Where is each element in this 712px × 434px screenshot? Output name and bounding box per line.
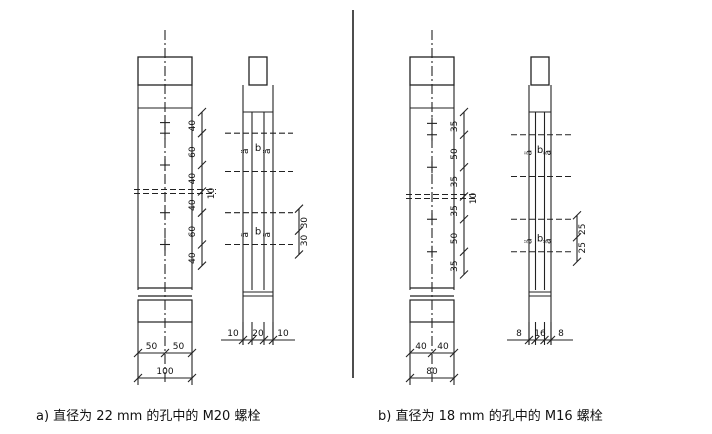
dimension-tick — [197, 240, 207, 249]
dimension-tick — [572, 257, 582, 267]
dimension-label: 60 — [188, 226, 198, 238]
dimension-label: 35 — [450, 176, 460, 187]
hole-label: ä — [241, 148, 251, 154]
dimension-tick — [427, 348, 437, 358]
dimension-label: 16 — [534, 329, 546, 339]
dimension-label: 50 — [146, 342, 158, 352]
dimension-label: 35 — [450, 205, 460, 216]
dimension-tick — [294, 204, 304, 214]
hole-label: ä — [525, 150, 535, 156]
dimension-tick — [459, 247, 469, 257]
dimension-tick — [197, 261, 207, 271]
dimension-tick — [294, 226, 304, 236]
dimension-label: 60 — [188, 146, 198, 158]
dimension-tick — [572, 232, 582, 242]
dimension-label: 35 — [450, 260, 460, 271]
dimension-tick — [459, 130, 469, 140]
hole-label: ä — [525, 238, 535, 244]
dimension-tick — [197, 128, 207, 138]
hole-label: ä — [263, 232, 273, 238]
side-cap — [248, 56, 268, 86]
dimension-label: 50 — [450, 233, 460, 245]
dimension-label: 25 — [578, 242, 588, 253]
dimension-tick — [459, 192, 469, 201]
dimension-label: 10 — [277, 329, 289, 339]
dimension-tick — [160, 348, 170, 358]
dimension-tick — [197, 107, 207, 117]
dimension-label: 10 — [227, 329, 239, 339]
dimension-tick — [459, 214, 469, 224]
dimension-tick — [459, 107, 469, 117]
dimension-label: 20 — [252, 329, 264, 339]
dimension-tick — [187, 373, 197, 383]
figure-a-caption: a) 直径为 22 mm 的孔中的 M20 螺栓 — [36, 409, 261, 424]
dimension-label: 50 — [173, 342, 185, 352]
dimension-tick — [197, 208, 207, 218]
dimension-label: 40 — [188, 173, 198, 185]
dimension-label: 30 — [300, 217, 310, 229]
dimension-tick — [294, 250, 304, 259]
hole-label: b — [255, 143, 261, 154]
dimension-tick — [572, 210, 582, 220]
side-cap — [530, 56, 550, 86]
dimension-label: 40 — [415, 342, 427, 352]
dimension-label: 80 — [426, 367, 438, 377]
dimension-tick — [449, 373, 459, 383]
hole-label: b — [537, 145, 543, 156]
hole-label: b — [537, 233, 543, 244]
dimension-label: 35 — [450, 121, 460, 132]
dimension-label: 40 — [437, 342, 449, 352]
hole-label: b — [255, 227, 261, 238]
dimension-label: 40 — [188, 120, 198, 132]
lower-plate — [137, 299, 193, 323]
lower-plate — [409, 299, 455, 323]
dimension-label: 25 — [578, 224, 588, 235]
dimension-tick — [197, 187, 207, 196]
dimension-label: 8 — [558, 329, 564, 339]
figure-b-caption: b) 直径为 18 mm 的孔中的 M16 螺栓 — [378, 409, 603, 424]
hole-label: ä — [544, 150, 554, 156]
hole-label: ä — [263, 148, 273, 154]
dimension-label: 40 — [188, 252, 198, 264]
dimension-label: 40 — [188, 199, 198, 211]
dimension-tick — [133, 373, 143, 383]
dimension-tick — [459, 270, 469, 279]
hole-label: ä — [544, 238, 554, 244]
dimension-tick — [459, 162, 469, 172]
dimension-label: 30 — [300, 235, 310, 247]
dimension-tick — [405, 373, 415, 383]
dimension-tick — [197, 160, 207, 170]
hole-label: ä — [241, 232, 251, 238]
dimension-label: 8 — [516, 329, 522, 339]
dimension-label: 100 — [156, 367, 173, 377]
dimension-label: 50 — [450, 148, 460, 160]
